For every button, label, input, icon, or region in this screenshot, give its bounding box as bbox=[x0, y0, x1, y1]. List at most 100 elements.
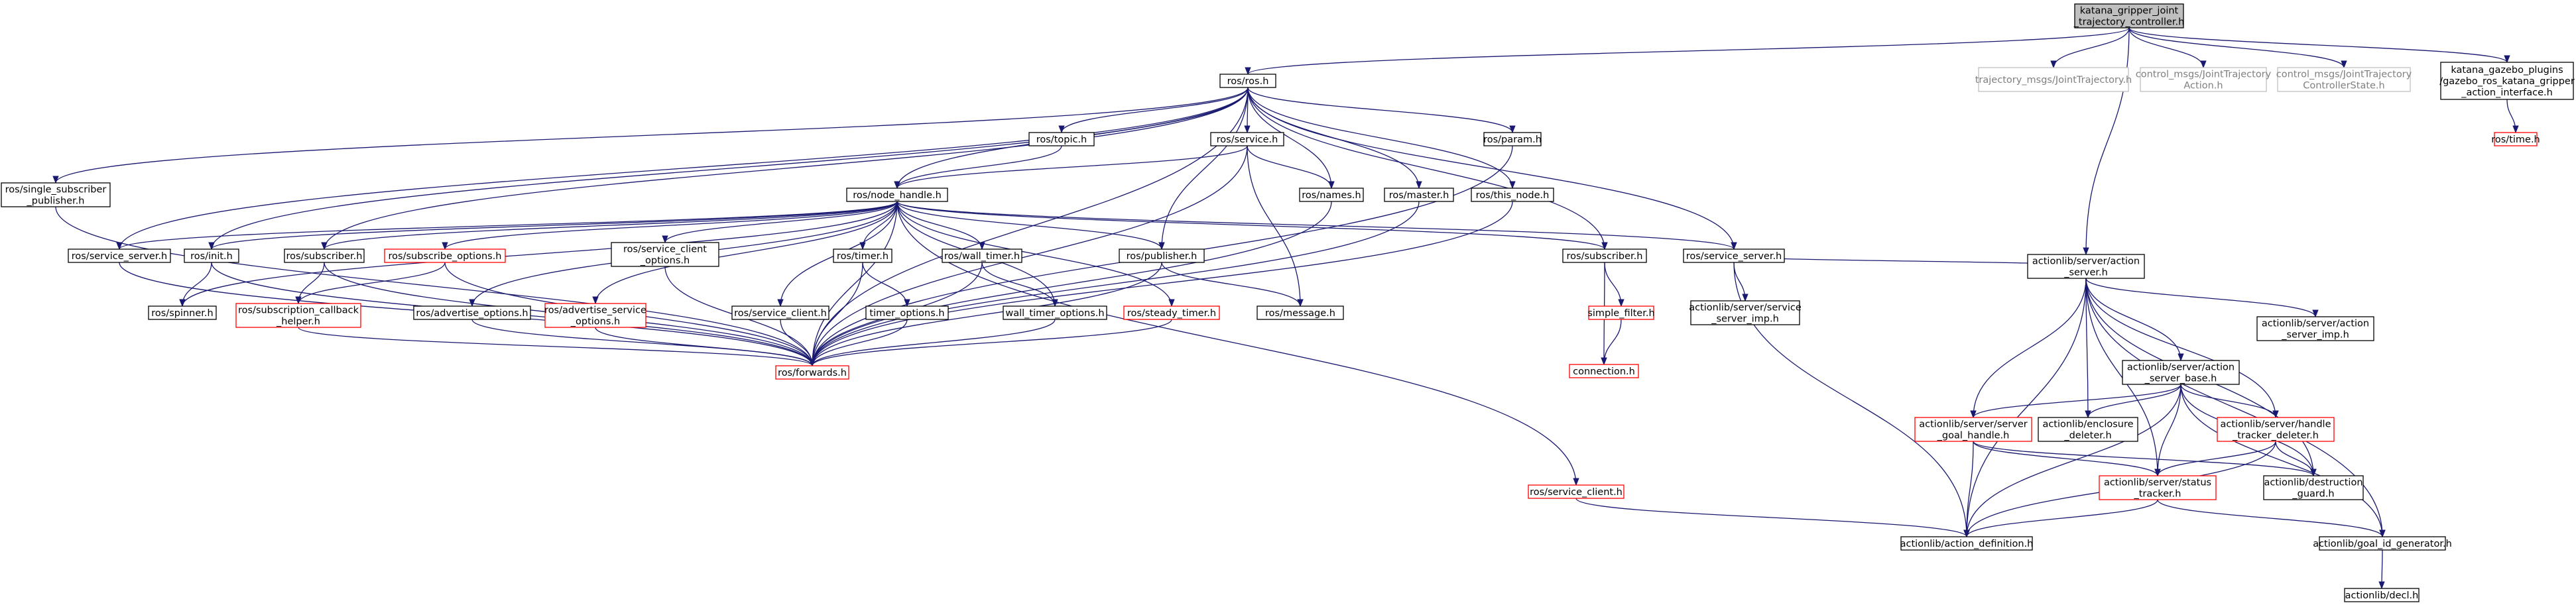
file-node-n47[interactable]: actionlib/action_definition.h bbox=[1900, 536, 2034, 551]
file-node-n21[interactable]: ros/wall_timer.h bbox=[942, 248, 1022, 263]
edge-n46-to-n47 bbox=[1575, 498, 1970, 538]
file-node-n18[interactable]: ros/subscribe_options.h bbox=[384, 248, 506, 263]
edge-n38-to-n39 bbox=[2085, 278, 2184, 362]
node-box bbox=[2344, 588, 2420, 602]
edge-n1-to-n17 bbox=[321, 87, 1249, 250]
node-box bbox=[1028, 132, 1095, 146]
node-label-line: actionlib/server/service bbox=[1689, 303, 1802, 313]
node-box bbox=[1562, 248, 1647, 263]
node-box bbox=[1978, 67, 2129, 92]
file-node-n5[interactable]: katana_gazebo_plugins/gazebo_ros_katana_… bbox=[2439, 62, 2575, 100]
file-node-n40[interactable]: actionlib/server/action_server_imp.h bbox=[2256, 316, 2374, 341]
file-node-n22[interactable]: ros/publisher.h bbox=[1119, 248, 1205, 263]
file-node-n10[interactable]: ros/param.h bbox=[1483, 132, 1542, 146]
node-box bbox=[1471, 188, 1554, 202]
node-label-line: _action_interface.h bbox=[2461, 87, 2553, 98]
file-node-n25[interactable]: ros/spinner.h bbox=[148, 305, 217, 320]
file-node-n26[interactable]: ros/subscription_callback_helper.h bbox=[235, 303, 361, 328]
edge-n11-to-n16 bbox=[208, 201, 898, 250]
file-node-n49[interactable]: actionlib/decl.h bbox=[2344, 588, 2420, 602]
file-node-n34[interactable]: simple_filter.h bbox=[1587, 305, 1655, 320]
edge-n1-to-n10 bbox=[1247, 87, 1516, 134]
file-node-n41[interactable]: actionlib/server/server_goal_handle.h bbox=[1914, 417, 2032, 442]
file-node-n8[interactable]: ros/topic.h bbox=[1028, 132, 1095, 146]
file-node-n2[interactable]: trajectory_msgs/JointTrajectory.h bbox=[1975, 67, 2132, 92]
file-node-n15[interactable]: ros/service_server.h bbox=[68, 248, 171, 263]
node-box bbox=[2140, 67, 2267, 92]
edge-n38-to-n44 bbox=[2085, 278, 2161, 477]
edge-n21-to-n31 bbox=[981, 262, 1058, 307]
file-node-n9[interactable]: ros/service.h bbox=[1210, 132, 1284, 146]
file-node-n42[interactable]: actionlib/enclosure_deleter.h bbox=[2038, 417, 2138, 442]
node-label-line: ros/subscribe_options.h bbox=[389, 251, 502, 262]
node-label-line: ros/ros.h bbox=[1227, 76, 1269, 87]
file-node-n11[interactable]: ros/node_handle.h bbox=[846, 188, 948, 202]
node-box bbox=[1914, 417, 2032, 442]
node-box bbox=[544, 303, 646, 328]
file-node-n23[interactable]: ros/subscriber.h bbox=[1562, 248, 1647, 263]
node-label-line: actionlib/server/server bbox=[1919, 419, 2028, 430]
file-node-n28[interactable]: ros/advertise_service_options.h bbox=[544, 303, 646, 328]
node-label-line: ros/publisher.h bbox=[1127, 251, 1197, 262]
node-label-line: ControllerState.h bbox=[2303, 81, 2385, 91]
node-label-line: /gazebo_ros_katana_gripper bbox=[2439, 76, 2575, 87]
file-node-n29[interactable]: ros/service_client.h bbox=[731, 305, 829, 320]
edge-n39-to-n42 bbox=[2085, 384, 2181, 419]
edge-n1-to-n12 bbox=[1247, 87, 1335, 190]
file-node-n38[interactable]: actionlib/server/action_server.h bbox=[2027, 254, 2145, 279]
file-node-n44[interactable]: actionlib/server/status_tracker.h bbox=[2099, 475, 2217, 500]
node-label-line: ros/init.h bbox=[190, 251, 233, 262]
node-box bbox=[731, 305, 829, 320]
node-label-line: ros/message.h bbox=[1265, 308, 1335, 319]
file-node-n16[interactable]: ros/init.h bbox=[184, 248, 239, 263]
node-label-line: _server_imp.h bbox=[2281, 330, 2349, 341]
file-node-n46[interactable]: ros/service_client.h bbox=[1528, 484, 1625, 499]
node-box bbox=[235, 303, 361, 328]
node-label-line: ros/service_server.h bbox=[1686, 251, 1782, 262]
file-node-n48[interactable]: actionlib/goal_id_generator.h bbox=[2313, 536, 2452, 551]
node-label-line: _helper.h bbox=[276, 317, 320, 327]
file-node-n33[interactable]: ros/message.h bbox=[1257, 305, 1344, 320]
file-node-n12[interactable]: ros/names.h bbox=[1299, 188, 1364, 202]
file-node-n45[interactable]: actionlib/destruction_guard.h bbox=[2263, 475, 2364, 500]
edge-n12-to-n36 bbox=[809, 201, 1332, 367]
file-node-n37[interactable]: connection.h bbox=[1569, 364, 1639, 378]
file-node-n24[interactable]: ros/service_server.h bbox=[1683, 248, 1785, 263]
edge-n1-to-n8 bbox=[1058, 87, 1249, 134]
file-node-n20[interactable]: ros/timer.h bbox=[833, 248, 892, 263]
node-box bbox=[1119, 248, 1205, 263]
file-node-n1[interactable]: ros/ros.h bbox=[1219, 74, 1276, 88]
edge-n26-to-n36 bbox=[298, 327, 816, 367]
file-node-n4[interactable]: control_msgs/JointTrajectoryControllerSt… bbox=[2276, 67, 2412, 92]
node-box bbox=[148, 305, 217, 320]
file-node-n14[interactable]: ros/this_node.h bbox=[1471, 188, 1554, 202]
node-label-line: ros/advertise_options.h bbox=[416, 308, 528, 319]
node-label-line: _publisher.h bbox=[27, 196, 85, 207]
file-node-n30[interactable]: timer_options.h bbox=[865, 305, 949, 320]
edge-n0-to-n38 bbox=[2083, 27, 2130, 256]
edge-n1-to-n16 bbox=[208, 87, 1249, 250]
file-node-n19[interactable]: ros/service_client_options.h bbox=[611, 242, 719, 267]
node-label-line: actionlib/enclosure bbox=[2042, 419, 2133, 430]
file-node-n39[interactable]: actionlib/server/action_server_base.h bbox=[2122, 360, 2240, 385]
edge-n14-to-n36 bbox=[809, 201, 1513, 367]
node-label-line: Action.h bbox=[2183, 81, 2223, 91]
file-node-n27[interactable]: ros/advertise_options.h bbox=[413, 305, 531, 320]
file-node-n0[interactable]: katana_gripper_joint_trajectory_controll… bbox=[2073, 3, 2185, 28]
file-node-n32[interactable]: ros/steady_timer.h bbox=[1123, 305, 1220, 320]
node-label-line: wall_timer_options.h bbox=[1005, 308, 1104, 319]
file-node-n43[interactable]: actionlib/server/handle_tracker_deleter.… bbox=[2217, 417, 2335, 442]
node-box bbox=[2319, 536, 2446, 551]
node-box bbox=[1, 182, 111, 207]
file-node-n6[interactable]: ros/time.h bbox=[2491, 132, 2540, 146]
file-node-n36[interactable]: ros/forwards.h bbox=[775, 365, 849, 380]
file-node-n7[interactable]: ros/single_subscriber_publisher.h bbox=[1, 182, 111, 207]
node-label-line: _options.h bbox=[640, 256, 690, 266]
file-node-n31[interactable]: wall_timer_options.h bbox=[1003, 305, 1107, 320]
file-node-n13[interactable]: ros/master.h bbox=[1384, 188, 1454, 202]
edge-n39-to-n43 bbox=[2180, 384, 2279, 419]
file-node-n17[interactable]: ros/subscriber.h bbox=[284, 248, 365, 263]
file-node-n35[interactable]: actionlib/server/service_server_imp.h bbox=[1689, 300, 1802, 325]
edge-n23-to-n34 bbox=[1604, 262, 1625, 307]
